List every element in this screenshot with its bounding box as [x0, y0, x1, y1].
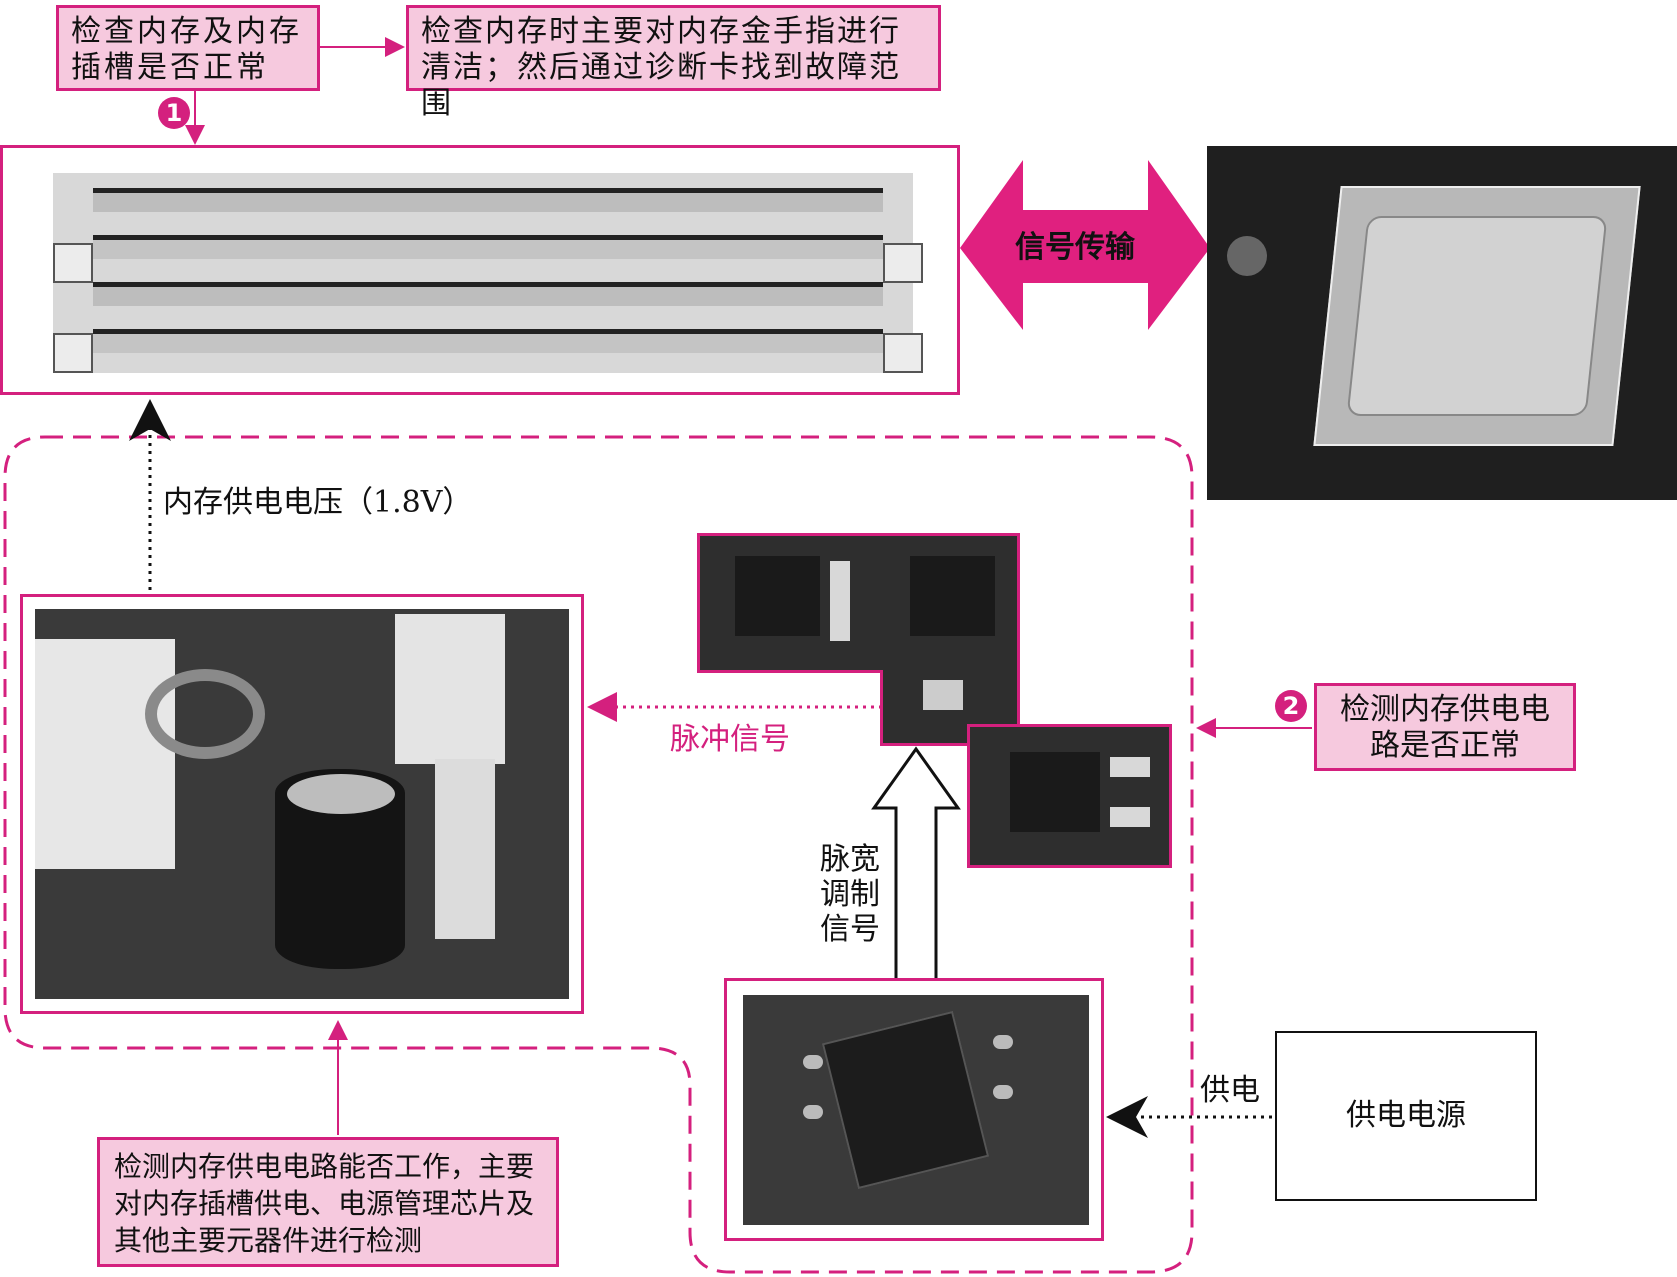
pwm-hollow-arrow: [871, 746, 961, 982]
callout-check-supply: 检测内存供电电路是否正常: [1314, 683, 1576, 771]
signal-double-arrow: [960, 160, 1210, 330]
dashed-supply-region: [3, 435, 1194, 1274]
power-source-text: 供电电源: [1346, 1098, 1466, 1133]
step-marker-1-text: 1: [165, 99, 183, 127]
pwm-signal-text: 脉宽调制信号: [820, 842, 880, 947]
callout-check-memory-text: 检查内存及内存插槽是否正常: [71, 14, 302, 85]
memory-voltage-text: 内存供电电压（1.8V）: [163, 485, 473, 520]
mosfet-photo-lower-right: [967, 724, 1172, 868]
signal-transfer-text: 信号传输: [1015, 230, 1135, 265]
pulse-signal-text: 脉冲信号: [670, 722, 790, 757]
memory-voltage-label: 内存供电电压（1.8V）: [163, 485, 523, 525]
step-marker-2-text: 2: [1282, 692, 1300, 720]
signal-transfer-label: 信号传输: [1015, 228, 1165, 268]
callout-check-supply-text: 检测内存供电电路是否正常: [1340, 692, 1550, 763]
callout-clean-fingers: 检查内存时主要对内存金手指进行清洁；然后通过诊断卡找到故障范围: [406, 5, 941, 121]
pwm-signal-label: 脉宽调制信号: [820, 842, 890, 952]
callout-check-memory: 检查内存及内存插槽是否正常: [56, 5, 320, 91]
step-marker-2: 2: [1275, 690, 1307, 722]
callout-clean-fingers-text: 检查内存时主要对内存金手指进行清洁；然后通过诊断卡找到故障范围: [421, 14, 901, 121]
step-marker-1: 1: [158, 97, 190, 129]
callout-check-circuit-text: 检测内存供电电路能否工作，主要对内存插槽供电、电源管理芯片及其他主要元器件进行检…: [114, 1150, 535, 1257]
memory-slot-photo: [0, 145, 960, 395]
power-in-label: 供电: [1200, 1073, 1280, 1113]
power-in-text: 供电: [1200, 1073, 1260, 1108]
power-source-box: 供电电源: [1275, 1031, 1537, 1201]
pwm-chip-photo: [724, 978, 1104, 1241]
pulse-signal-label: 脉冲信号: [670, 722, 820, 762]
inductor-capacitor-photo: [20, 594, 584, 1014]
cpu-socket-photo: [1207, 146, 1677, 500]
mosfet-photo: [697, 533, 1020, 673]
callout-check-circuit: 检测内存供电电路能否工作，主要对内存插槽供电、电源管理芯片及其他主要元器件进行检…: [97, 1137, 559, 1267]
